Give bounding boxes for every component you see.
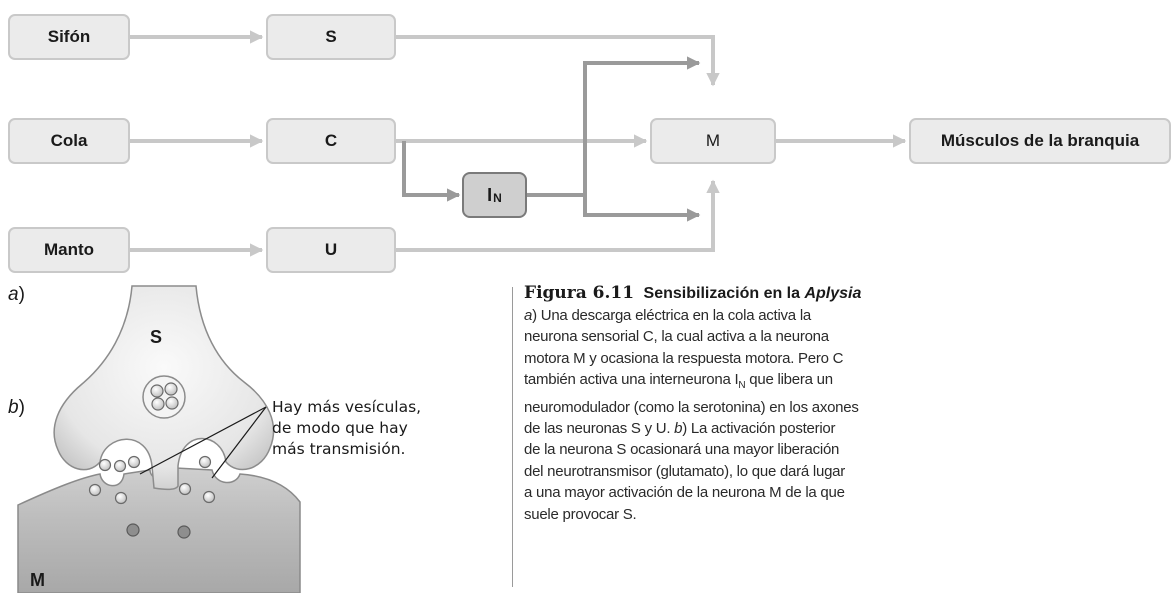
arrow-u-to-m bbox=[396, 179, 720, 252]
interneuron-label: I bbox=[487, 184, 493, 205]
caption-title: Figura 6.11 Sensibilización en la Aplysi… bbox=[524, 283, 861, 303]
vesicle bbox=[98, 458, 112, 472]
vesicle bbox=[114, 491, 128, 505]
caption-line: suele provocar S. bbox=[524, 505, 637, 523]
input-box-manto: Manto bbox=[8, 227, 130, 273]
arrow-s-to-m bbox=[396, 35, 720, 87]
vesicle bbox=[150, 384, 164, 398]
caption-line: motora M y ocasiona la respuesta motora.… bbox=[524, 349, 844, 367]
arrow-c-to-interneuron bbox=[402, 141, 461, 202]
caption-title-prefix: Sensibilización en la bbox=[643, 285, 805, 302]
vesicle bbox=[165, 396, 179, 410]
caption-title-species: Aplysia bbox=[804, 285, 862, 302]
caption-body: a) Una descarga eléctrica en la cola act… bbox=[524, 305, 916, 525]
caption-line: también activa una interneurona IN que l… bbox=[524, 371, 833, 392]
caption-line: neurona sensorial C, la cual activa a la… bbox=[524, 328, 829, 346]
panel-label-a-letter: a bbox=[8, 284, 19, 305]
caption-line: neuromodulador (como la serotonina) en l… bbox=[524, 398, 859, 416]
arrow-interneuron-to-u-axon bbox=[583, 195, 701, 222]
caption-line: del neurotransmisor (glutamato), lo que … bbox=[524, 462, 846, 480]
vesicle-cluster bbox=[142, 375, 186, 419]
caption-line: de la neurona S ocasionará una mayor lib… bbox=[524, 441, 840, 459]
vesicle bbox=[151, 397, 165, 411]
caption-divider bbox=[512, 287, 513, 587]
callout-pointer bbox=[139, 406, 267, 475]
interneuron-subscript: N bbox=[493, 191, 502, 205]
panel-label-b-letter: b bbox=[8, 397, 19, 418]
input-box-cola: Cola bbox=[8, 118, 130, 164]
neuron-s: S bbox=[266, 14, 396, 60]
caption-line: a una mayor activación de la neurona M d… bbox=[524, 484, 845, 502]
vesicle bbox=[113, 459, 127, 473]
output-box-gill-muscles: Músculos de la branquia bbox=[909, 118, 1171, 164]
vesicle bbox=[178, 482, 192, 496]
callout-pointer bbox=[211, 406, 267, 479]
neuron-m: M bbox=[650, 118, 776, 164]
figure-number: Figura 6.11 bbox=[524, 283, 635, 303]
vesicle bbox=[198, 455, 212, 469]
input-box-sifon: Sifón bbox=[8, 14, 130, 60]
receptor bbox=[177, 525, 191, 539]
neuron-c: C bbox=[266, 118, 396, 164]
synapse-callout: Hay más vesículas, de modo que hay más t… bbox=[272, 398, 422, 458]
vesicle bbox=[202, 490, 216, 504]
panel-label-a: a) bbox=[8, 284, 25, 305]
neuron-u: U bbox=[266, 227, 396, 273]
vesicle bbox=[127, 455, 141, 469]
vesicle bbox=[88, 483, 102, 497]
synapse-label-m: M bbox=[30, 570, 45, 590]
vesicle bbox=[164, 382, 178, 396]
receptor bbox=[126, 523, 140, 537]
panel-label-b: b) bbox=[8, 397, 25, 418]
caption-line: a) Una descarga eléctrica en la cola act… bbox=[524, 307, 811, 324]
caption-line: de las neuronas S y U. b) La activación … bbox=[524, 420, 836, 438]
arrow-interneuron-to-s-axon bbox=[583, 56, 701, 195]
synapse-label-s: S bbox=[150, 327, 163, 347]
